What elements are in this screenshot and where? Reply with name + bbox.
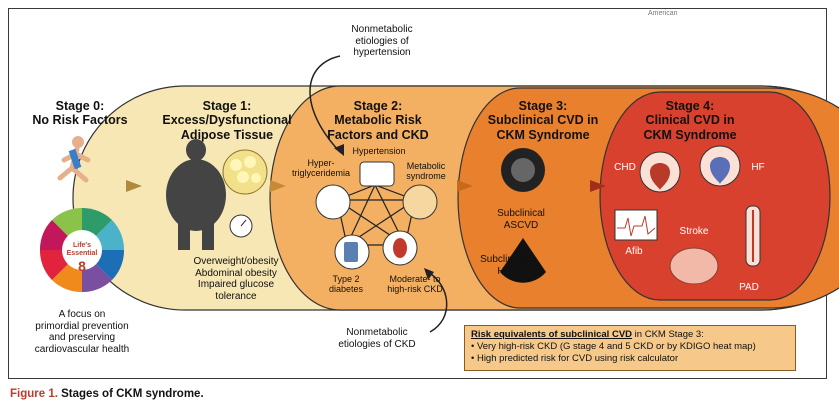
figure-caption: Figure 1. Stages of CKM syndrome. [10, 388, 204, 400]
arrow-stage2-3 [457, 180, 473, 192]
stage1-note: Overweight/obesity Abdominal obesity Imp… [193, 256, 279, 302]
glucometer-icon [334, 234, 370, 270]
bp-cuff-icon [359, 161, 395, 187]
stage0-note: A focus on primordial prevention and pre… [34, 309, 130, 355]
arrow-stage3-4 [590, 180, 606, 192]
life-essential-8-label: Life's Essential 8 [66, 242, 98, 275]
figure-label: Figure 1. [10, 388, 58, 400]
echo-icon [500, 238, 546, 283]
brain-icon [669, 247, 719, 285]
runner-icon [57, 136, 91, 183]
leg-vessel-icon [745, 205, 761, 267]
stage2-title: Stage 2: Metabolic Risk Factors and CKD [327, 99, 429, 142]
nonmetabolic-hypertension-annotation: Nonmetabolic etiologies of hypertension [351, 24, 413, 58]
hf-label: HF [751, 162, 765, 173]
risk-equivalents-box: Risk equivalents of subclinical CVD in C… [464, 325, 796, 371]
stage1-title: Stage 1: Excess/Dysfunctional Adipose Ti… [162, 99, 292, 142]
arrow-stage1-2 [270, 180, 286, 192]
pad-label: PAD [739, 282, 759, 293]
hypertension-label: Hypertension [352, 146, 406, 156]
afib-label: Afib [625, 246, 643, 257]
ecg-icon [614, 209, 658, 241]
chd-label: CHD [614, 162, 636, 173]
type2-diabetes-label: Type 2 diabetes [328, 274, 364, 295]
life-essential-8-wheel [39, 207, 125, 293]
stage0-title: Stage 0: No Risk Factors [32, 99, 128, 128]
lipid-icon [315, 184, 351, 220]
stroke-label: Stroke [679, 226, 709, 237]
arrow-nonmetabolic-ckd [427, 271, 448, 333]
risk-box-heading: Risk equivalents of subclinical CVD in C… [471, 329, 704, 340]
metabolic-syndrome-label: Metabolic syndrome [406, 161, 446, 182]
metabolic-syndrome-icon [402, 184, 438, 220]
stage3-title: Stage 3: Subclinical CVD in CKM Syndrome [487, 99, 599, 142]
risk-box-item: • High predicted risk for CVD using risk… [471, 352, 679, 364]
publisher-logo: American [648, 10, 678, 17]
hypertriglyceridemia-label: Hyper- triglyceridemia [291, 158, 351, 179]
subclinical-hf-label: Subclinical HF [480, 254, 528, 277]
risk-box-item: • Very high-risk CKD (G stage 4 and 5 CK… [471, 340, 756, 352]
obese-body-icon [166, 139, 226, 250]
figure-caption-text: Stages of CKM syndrome. [61, 388, 204, 400]
scale-icon [229, 214, 253, 238]
nonmetabolic-ckd-annotation: Nonmetabolic etiologies of CKD [338, 327, 416, 350]
stage4-band [599, 91, 831, 301]
kidney-icon [382, 230, 418, 266]
adipose-cells-icon [222, 149, 268, 195]
stage4-title: Stage 4: Clinical CVD in CKM Syndrome [643, 99, 737, 142]
arrow-nonmetabolic-hypertension [309, 55, 341, 153]
arrow-stage0-1 [126, 180, 142, 192]
ct-scan-icon [501, 148, 545, 192]
subclinical-ascvd-label: Subclinical ASCVD [497, 208, 545, 231]
chd-heart-icon [639, 151, 681, 193]
hf-heart-icon [699, 145, 741, 187]
ckd-label: Moderate- to high-risk CKD [387, 274, 443, 295]
